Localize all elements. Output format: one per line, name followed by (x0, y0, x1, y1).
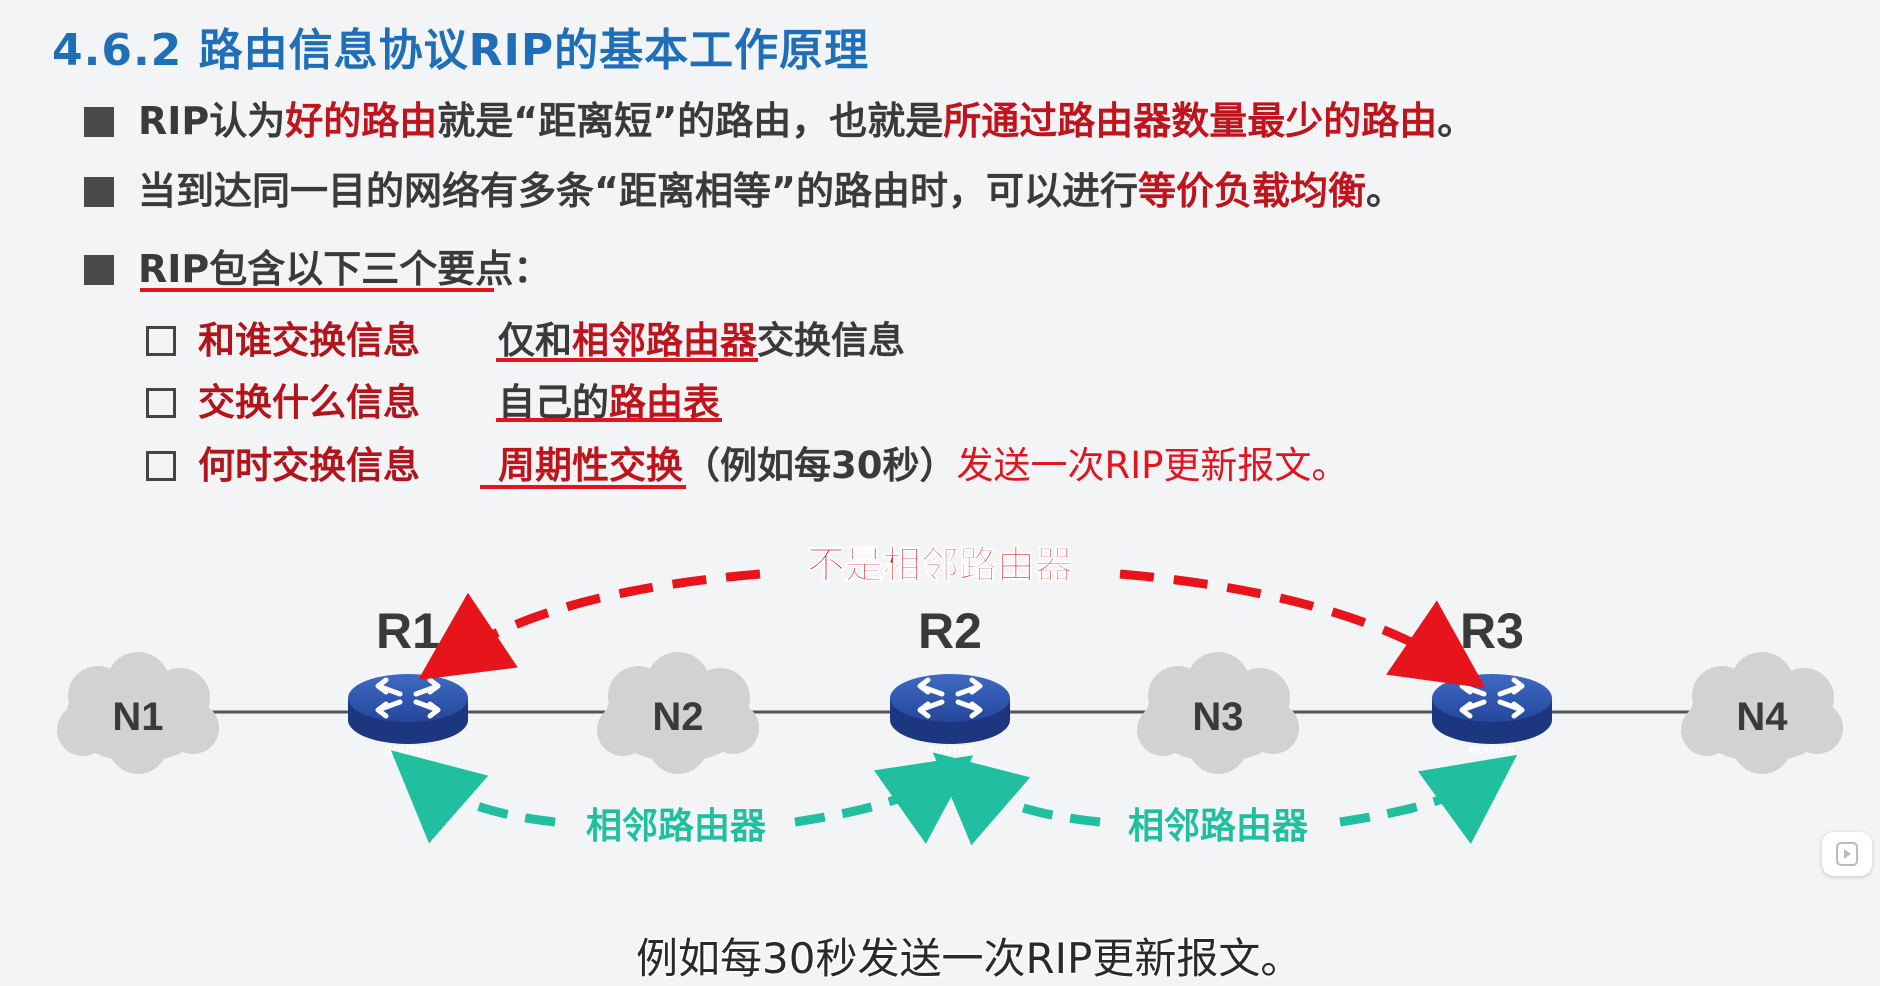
point-answer: 自己的 (498, 381, 609, 424)
router-r1: ROUTER R1 (348, 603, 468, 757)
highlight-text: 好的路由 (285, 99, 438, 143)
bullet-three-points: RIP包含以下三个要点： (84, 238, 551, 293)
neighbor-label-right: 相邻路由器 (1128, 806, 1309, 847)
bullet-text: 就是“距离短”的路由，也就是 (437, 99, 944, 143)
network-cloud-n4: N4 (1681, 652, 1843, 774)
neighbor-arrow-r3 (1339, 754, 1518, 845)
router-icon (1432, 674, 1552, 744)
video-subtitle: 例如每30秒发送一次RIP更新报文。 (636, 934, 1303, 983)
network-label: N2 (652, 695, 703, 739)
point-answer-highlight: 周期性交换 (498, 444, 683, 487)
network-label: N3 (1192, 695, 1243, 739)
network-diagram: N1 N2 N3 N4 ROUTER R1 ROUTER R2 ROUTER R… (57, 543, 1843, 847)
network-cloud-n3: N3 (1137, 652, 1299, 774)
bullet-text: 当到达同一目的网络有多条“距离相等”的路由时，可以进行 (138, 169, 1138, 213)
underline (496, 358, 758, 362)
network-label: N1 (112, 695, 163, 739)
network-label: N4 (1736, 695, 1788, 739)
bullet-text: RIP认为 (138, 99, 286, 143)
point-question: 何时交换信息 (198, 444, 420, 487)
bullet-square-icon (84, 177, 114, 207)
point-who: 和谁交换信息 仅和相邻路由器交换信息 (146, 310, 905, 364)
bullet-square-icon (84, 255, 114, 285)
underline (496, 418, 722, 422)
underline (140, 288, 494, 292)
not-neighbor-label: 不是相邻路由器 (807, 543, 1074, 587)
point-answer-note: 发送一次RIP更新报文。 (956, 444, 1349, 487)
bullet-load-balance: 当到达同一目的网络有多条“距离相等”的路由时，可以进行等价负载均衡。 (84, 160, 1404, 215)
point-answer: 仅和 (498, 319, 572, 362)
network-cloud-n2: N2 (597, 652, 759, 774)
point-what: 交换什么信息 自己的路由表 (146, 372, 720, 426)
router-r2: ROUTER R2 (890, 603, 1010, 757)
bullet-text: 。 (1365, 169, 1404, 213)
slide-title: 4.6.2 路由信息协议RIP的基本工作原理 (52, 25, 870, 76)
point-answer-highlight: 路由表 (609, 381, 720, 424)
point-answer-highlight: 相邻路由器 (572, 319, 757, 362)
checkbox-icon (146, 451, 176, 481)
point-question: 和谁交换信息 (198, 319, 420, 362)
bullet-text: RIP包含以下三个要点： (138, 247, 552, 291)
play-icon (1836, 842, 1858, 866)
router-caption: ROUTER (1469, 745, 1516, 757)
highlight-text: 所通过路由器数量最少的路由 (943, 99, 1438, 143)
router-icon (348, 674, 468, 744)
checkbox-icon (146, 388, 176, 418)
highlight-text: 等价负载均衡 (1137, 169, 1366, 213)
point-question: 交换什么信息 (198, 381, 420, 424)
point-answer: 交换信息 (757, 319, 905, 362)
network-cloud-n1: N1 (57, 652, 219, 774)
point-answer: （例如每30秒） (683, 444, 957, 487)
not-neighbor-arrow-right (1119, 569, 1486, 689)
router-label: R3 (1460, 603, 1524, 659)
point-when: 何时交换信息 周期性交换（例如每30秒）发送一次RIP更新报文。 (146, 435, 1348, 489)
router-label: R1 (376, 603, 440, 659)
bullet-square-icon (84, 107, 114, 137)
router-caption: ROUTER (927, 745, 974, 757)
not-neighbor-arrow-left (418, 569, 761, 680)
router-icon (890, 674, 1010, 744)
bullet-good-route: RIP认为好的路由就是“距离短”的路由，也就是所通过路由器数量最少的路由。 (84, 90, 1475, 145)
bullet-text: 。 (1437, 99, 1476, 143)
video-player-button[interactable] (1822, 832, 1872, 876)
underline (480, 485, 686, 489)
neighbor-label-left: 相邻路由器 (586, 806, 767, 847)
neighbor-arrow-r2-left (794, 755, 974, 844)
router-r3: ROUTER R3 (1432, 603, 1552, 757)
router-caption: ROUTER (385, 745, 432, 757)
checkbox-icon (146, 326, 176, 356)
router-label: R2 (918, 603, 982, 659)
neighbor-arrow-r1 (390, 750, 556, 844)
neighbor-arrow-r2-right (932, 752, 1101, 846)
